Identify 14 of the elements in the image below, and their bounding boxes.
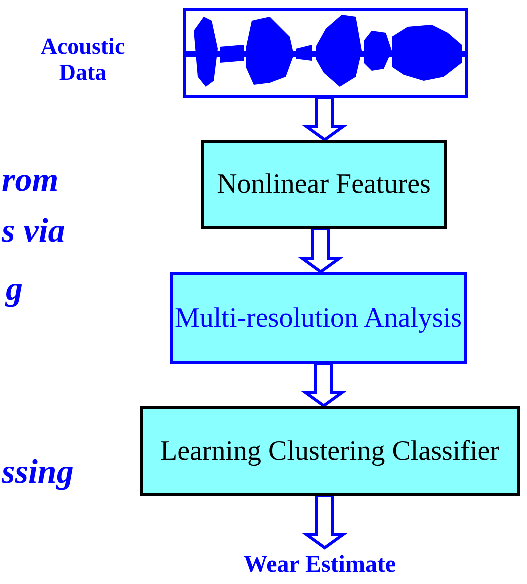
- text-fragment: ssing: [0, 455, 75, 491]
- output-label: Wear Estimate: [190, 548, 450, 582]
- caption-label: Acoustic Data: [40, 34, 126, 86]
- process-box: Multi-resolution Analysis: [170, 272, 467, 364]
- text-fragment: s via: [0, 214, 66, 250]
- block-arrow: [298, 228, 344, 274]
- text-fragment: g: [4, 272, 24, 308]
- block-arrow: [302, 494, 348, 550]
- block-arrow: [302, 96, 348, 142]
- image-frame: [183, 8, 468, 98]
- process-box: Nonlinear Features: [201, 140, 447, 229]
- text-fragment: rom: [1, 163, 60, 199]
- process-box: Learning Clustering Classifier: [140, 406, 520, 496]
- block-arrow: [301, 362, 347, 408]
